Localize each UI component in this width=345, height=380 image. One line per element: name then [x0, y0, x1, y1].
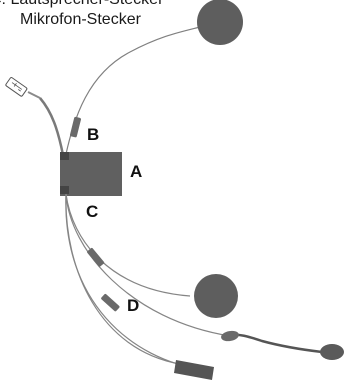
- label-c: C: [86, 202, 99, 221]
- speaker-pad-icon: [194, 274, 238, 318]
- label-b: B: [87, 125, 100, 144]
- audio-plug-icon: [174, 360, 214, 380]
- usb-cable: [27, 91, 65, 156]
- caption-line-2: Mikrofon-Stecker: [20, 11, 141, 28]
- microphone-icon: [221, 330, 344, 360]
- caption-line-1: C: Lautsprecher-Stecker: [0, 0, 163, 8]
- label-a: A: [130, 162, 143, 181]
- connector-c-inline: [87, 248, 105, 267]
- connector-b: [69, 116, 81, 138]
- control-box-a: [60, 152, 122, 196]
- usb-plug-icon: [5, 77, 28, 97]
- connector-d-inline: [101, 293, 120, 312]
- label-d: D: [127, 296, 140, 315]
- speaker-pad-icon: [197, 0, 243, 45]
- port-b: [60, 152, 69, 160]
- port-c: [60, 186, 69, 194]
